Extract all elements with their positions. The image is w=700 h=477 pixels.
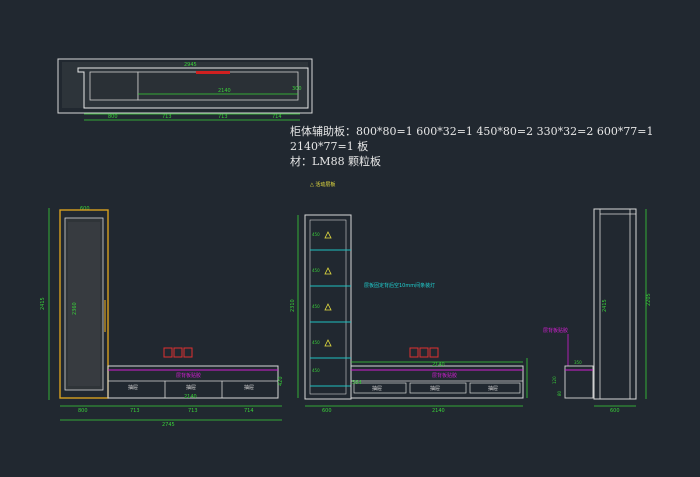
mid-drawer-1: 抽屉 (372, 385, 382, 392)
material-note-line2: 材：LM88 颗粒板 (290, 155, 382, 168)
mid-shelf-2: 450 (312, 268, 320, 273)
plan-dim-b1: 800 (108, 114, 118, 120)
mid-legend: △ 活动层板 (310, 181, 335, 188)
left-elevation: 2415 600 2360 层背板贴胶 抽屉 抽屉 抽屉 420 2140 80… (40, 206, 284, 428)
mid-elevation: △ 活动层板 2310 450 450 450 450 450 层板固定背后空1… (290, 181, 528, 414)
left-dim-low: 420 (278, 376, 284, 386)
left-drawer-1: 抽屉 (128, 384, 138, 391)
material-note-line1: 柜体辅助板：800*80=1 600*32=1 450*80=2 330*32=… (290, 125, 654, 153)
mid-shelf-3: 450 (312, 304, 320, 309)
mid-drawer-3: 抽屉 (488, 385, 498, 392)
plan-dim-b4: 714 (272, 114, 282, 120)
mid-dim-top: 2140 (432, 362, 445, 368)
left-dim-b3: 713 (188, 408, 198, 414)
mid-annotation: 层板固定背后空10mm间条装灯 (364, 282, 435, 289)
plan-view: 2140 2945 300 800 713 713 714 (57, 58, 313, 121)
plan-dim-b2: 713 (162, 114, 172, 120)
mid-shelf-4: 450 (312, 340, 320, 345)
left-dim-b1: 800 (78, 408, 88, 414)
right-dim-bottom: 600 (610, 408, 620, 414)
left-dim-overall: 2745 (162, 422, 175, 428)
right-dim-height: 2205 (646, 293, 652, 306)
plan-dim-inner: 2140 (218, 88, 231, 94)
right-elevation: 2205 2415 层背板贴胶 350 80 120 600 (543, 208, 652, 414)
plan-dim-b3: 713 (218, 114, 228, 120)
plan-dim-top: 2945 (184, 62, 197, 68)
right-label: 层背板贴胶 (543, 327, 568, 334)
right-dim-s2: 80 (557, 390, 562, 396)
mid-shelf-5: 450 (312, 368, 320, 373)
plan-dim-right: 300 (292, 86, 302, 92)
left-drawer-2: 抽屉 (186, 384, 196, 391)
left-drawer-3: 抽屉 (244, 384, 254, 391)
mid-shelf-1: 450 (312, 232, 320, 237)
mid-dim-b2: 2140 (432, 408, 445, 414)
mid-dim-height: 2310 (290, 299, 296, 312)
left-dim-cab: 2360 (72, 302, 78, 315)
left-dim-b4: 714 (244, 408, 254, 414)
right-dim-inner: 2415 (602, 299, 608, 312)
left-dim-b2: 713 (130, 408, 140, 414)
mid-drawer-2: 抽屉 (430, 385, 440, 392)
material-note: 柜体辅助板：800*80=1 600*32=1 450*80=2 330*32=… (290, 124, 690, 169)
left-dim-top: 600 (80, 206, 90, 212)
left-dim-height: 2415 (40, 297, 46, 310)
mid-dim-side: 564 (352, 380, 362, 386)
mid-door-label: 层背板贴胶 (432, 372, 457, 379)
left-dim-total-low: 2140 (184, 394, 197, 400)
right-dim-s1: 350 (574, 360, 582, 365)
left-door-label: 层背板贴胶 (176, 372, 201, 379)
right-dim-s3: 120 (552, 376, 557, 384)
mid-dim-b1: 600 (322, 408, 332, 414)
